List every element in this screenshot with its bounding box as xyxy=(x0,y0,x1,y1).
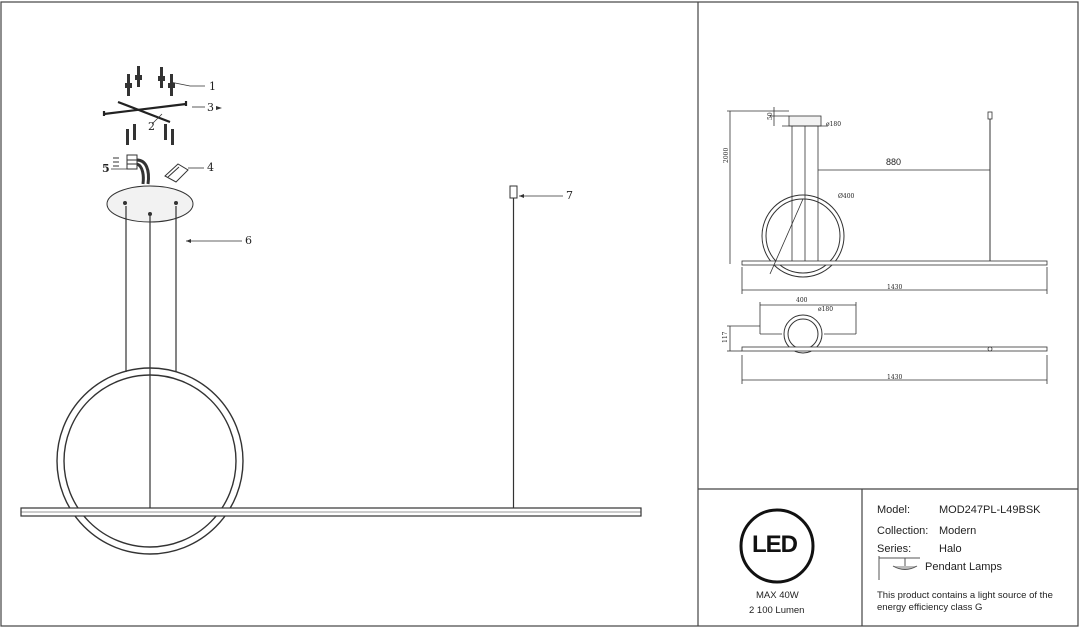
dim-canopy-dia-top: ø180 xyxy=(818,306,834,313)
dim-canopy-height: 50 xyxy=(767,112,774,120)
dim-ring-dia: Ø400 xyxy=(838,193,855,200)
callout-6: 6 xyxy=(245,234,252,247)
callout-2: 2 xyxy=(148,120,155,133)
elevation-ring-outer xyxy=(761,194,845,278)
pendant-lamp-icon xyxy=(878,556,920,580)
assembly-view xyxy=(20,66,642,555)
energy-class-note: This product contains a light source of … xyxy=(877,590,1053,613)
callout-1: 1 xyxy=(209,80,216,93)
product-type: Pendant Lamps xyxy=(925,561,1003,573)
leader-arrows xyxy=(186,106,524,243)
dim-bar-length-front: 1430 xyxy=(887,284,903,291)
dim-offset: 880 xyxy=(886,157,902,167)
collection-label: Collection: xyxy=(877,525,929,537)
wire-holder-part-7 xyxy=(509,185,518,508)
top-view xyxy=(727,302,1048,384)
led-badge-circle xyxy=(739,508,815,584)
screws-part-1 xyxy=(125,66,175,96)
dim-ring-width-top: 400 xyxy=(796,297,808,304)
front-elevation-view xyxy=(727,107,1048,294)
led-badge-label: LED xyxy=(752,531,798,558)
top-view-ring-outer xyxy=(783,314,823,354)
model-value: MOD247PL-L49BSK xyxy=(939,504,1041,516)
canopy-part-6 xyxy=(106,185,194,223)
callout-5: 5 xyxy=(102,162,110,175)
driver-part-4 xyxy=(164,163,189,183)
callout-7: 7 xyxy=(566,189,573,202)
dim-cable-length: 2000 xyxy=(723,147,730,163)
series-value: Halo xyxy=(939,543,962,555)
power-cables xyxy=(136,158,150,185)
led-lumen: 2 100 Lumen xyxy=(749,605,805,616)
dim-bar-length-top: 1430 xyxy=(887,374,903,381)
dim-depth-top: 117 xyxy=(722,331,729,343)
collection-value: Modern xyxy=(939,525,977,537)
model-label: Model: xyxy=(877,504,911,516)
led-badge xyxy=(739,508,815,584)
terminal-block-part-5 xyxy=(113,154,138,170)
anchors-part-2 xyxy=(126,124,174,145)
callout-3: 3 xyxy=(207,101,214,114)
dim-canopy-dia: ø180 xyxy=(826,121,842,128)
leader-lines xyxy=(111,81,563,242)
top-view-ring-inner xyxy=(787,318,819,350)
mounting-bracket-part-3 xyxy=(102,100,188,124)
top-view-bar xyxy=(741,346,1048,352)
suspension-wires xyxy=(125,206,177,508)
led-max-power: MAX 40W xyxy=(756,590,799,601)
elevation-canopy xyxy=(788,115,822,127)
callout-4: 4 xyxy=(207,161,214,174)
elevation-bar xyxy=(741,260,1048,266)
series-label: Series: xyxy=(877,543,912,555)
ring-light xyxy=(56,367,244,555)
